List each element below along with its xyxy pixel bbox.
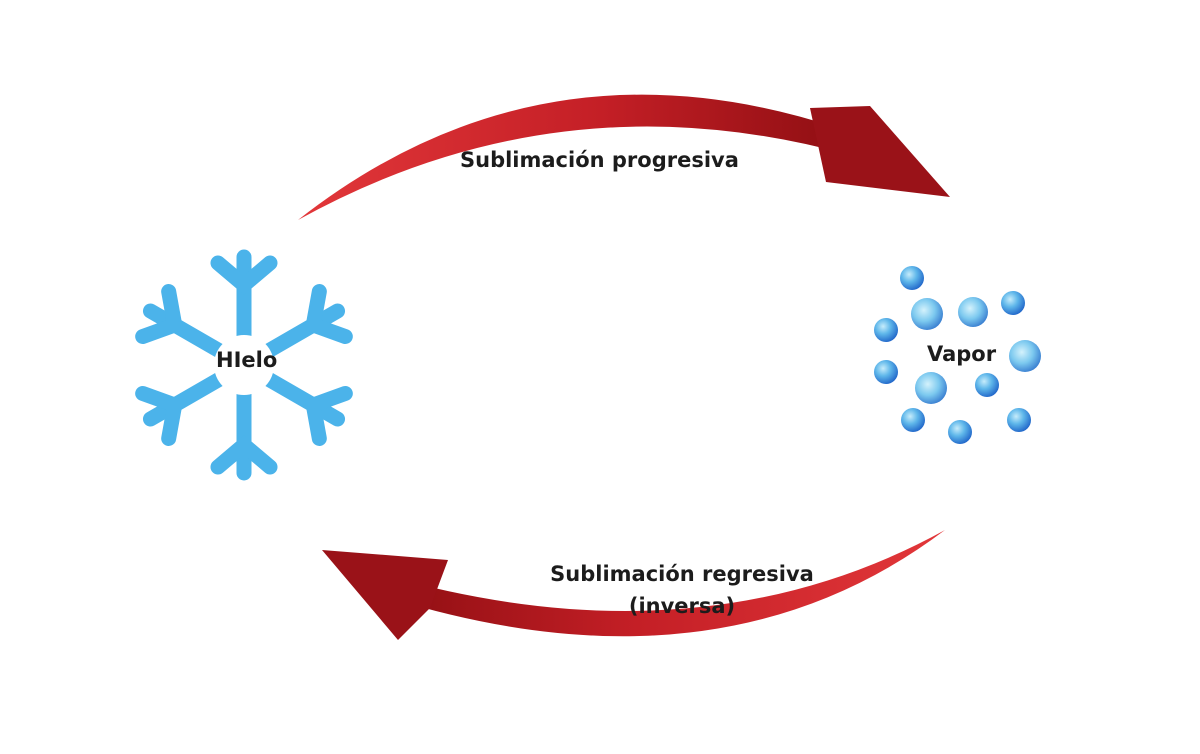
forward-process-label: Sublimación progresiva	[460, 148, 739, 172]
water-molecules-icon	[874, 266, 1041, 444]
reverse-process-label-line1: Sublimación regresiva	[550, 562, 814, 586]
molecule	[975, 373, 999, 397]
molecule	[915, 372, 947, 404]
molecule	[1007, 408, 1031, 432]
molecule	[874, 318, 898, 342]
reverse-process-label: Sublimación regresiva (inversa)	[548, 558, 816, 622]
forward-arrow	[298, 94, 950, 220]
molecule	[948, 420, 972, 444]
molecule	[1009, 340, 1041, 372]
forward-arrow-head	[810, 106, 950, 197]
ice-label: HIelo	[216, 348, 278, 372]
vapor-label: Vapor	[927, 342, 997, 366]
snowflake-icon	[135, 249, 353, 481]
reverse-arrow-head	[322, 550, 448, 640]
molecule	[874, 360, 898, 384]
reverse-arrow	[322, 530, 945, 640]
molecule	[901, 408, 925, 432]
forward-arrow-body	[298, 94, 850, 220]
molecule	[911, 298, 943, 330]
molecule	[900, 266, 924, 290]
reverse-process-label-line2: (inversa)	[628, 594, 736, 618]
reverse-arrow-body	[384, 530, 945, 637]
molecule	[958, 297, 988, 327]
molecule	[1001, 291, 1025, 315]
